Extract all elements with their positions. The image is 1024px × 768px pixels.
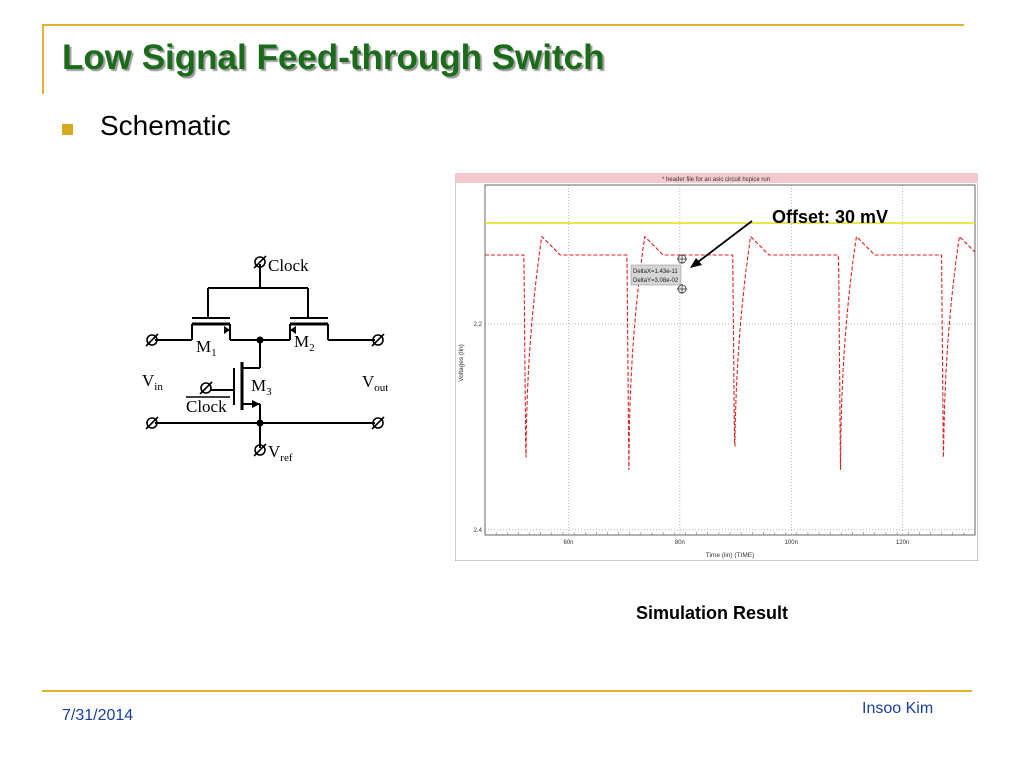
svg-text:Clock: Clock	[268, 256, 309, 275]
svg-text:Vref: Vref	[268, 442, 293, 464]
bullet-marker	[62, 124, 73, 135]
cursor-marker-top	[677, 254, 687, 264]
clockbar-terminal	[199, 381, 213, 395]
vout-terminal	[371, 333, 385, 347]
x-axis-label: Time (lin) (TIME)	[706, 552, 755, 559]
vout-label: V	[362, 372, 375, 391]
svg-text:M2: M2	[294, 332, 315, 354]
svg-text:Vin: Vin	[142, 371, 163, 393]
x-tick-label: 120n	[896, 540, 909, 546]
svg-text:Vout: Vout	[362, 372, 388, 394]
vref-label: V	[268, 442, 281, 461]
slide-title: Low Signal Feed-through Switch	[62, 38, 605, 77]
vref-subscript: ref	[280, 452, 293, 464]
y-axis-label: Voltages (lin)	[458, 344, 465, 382]
m1-arrow	[224, 326, 230, 334]
offset-label: Offset: 30 mV	[772, 207, 889, 227]
m2-subscript: 2	[309, 342, 315, 354]
cursor-deltax: DeltaX=1.43e-11	[633, 269, 678, 275]
svg-text:Clock: Clock	[186, 397, 227, 416]
m3-label: M	[251, 376, 266, 395]
vout-subscript: out	[374, 382, 388, 394]
clock-label: Clock	[268, 256, 309, 275]
footer-date: 7/31/2014	[62, 707, 134, 724]
cursor-marker-bottom	[677, 284, 687, 294]
m1-label: M	[196, 337, 211, 356]
svg-text:M1: M1	[196, 337, 217, 359]
waveform-line	[485, 235, 976, 471]
frame-top-line	[42, 24, 964, 26]
vref-terminal	[253, 443, 267, 457]
y-tick-label: 2.4	[474, 528, 483, 534]
footer-line	[42, 690, 972, 692]
clock-terminal	[253, 255, 267, 269]
circuit-schematic: Clock M1 M2 M3 Vin Vout Clock Vref	[142, 255, 388, 464]
y-tick-label: 2.2	[474, 322, 483, 328]
m2-label: M	[294, 332, 309, 351]
cursor-deltay: DeltaY=3.08e-02	[633, 278, 679, 284]
m2-arrow	[290, 326, 296, 334]
frame-left-line	[42, 24, 44, 94]
plot-area	[484, 184, 976, 536]
vin-subscript: in	[154, 381, 163, 393]
vin-terminal	[145, 333, 159, 347]
ref-left-terminal	[145, 416, 159, 430]
x-tick-label: 80n	[675, 540, 685, 546]
ref-right-terminal	[371, 416, 385, 430]
m1-subscript: 1	[211, 347, 217, 359]
footer-author: Insoo Kim	[862, 700, 934, 717]
node-dot	[256, 419, 264, 427]
m3-arrow	[252, 400, 260, 408]
simulation-plot: * header file for an asic circuit hspice…	[455, 173, 978, 561]
svg-text:M3: M3	[251, 376, 272, 398]
bullet-schematic: Schematic	[100, 110, 231, 141]
x-tick-label: 100n	[785, 540, 798, 546]
vin-label: V	[142, 371, 155, 390]
simulation-caption: Simulation Result	[636, 603, 789, 623]
node-dot	[256, 336, 264, 344]
m3-subscript: 3	[266, 386, 272, 398]
plot-header-bar	[455, 173, 978, 183]
clockbar-label: Clock	[186, 397, 227, 416]
cursor-readout-box	[630, 264, 682, 286]
x-tick-label: 60n	[564, 540, 574, 546]
offset-arrow	[690, 220, 753, 268]
plot-header-text: * header file for an asic circuit hspice…	[662, 177, 770, 183]
